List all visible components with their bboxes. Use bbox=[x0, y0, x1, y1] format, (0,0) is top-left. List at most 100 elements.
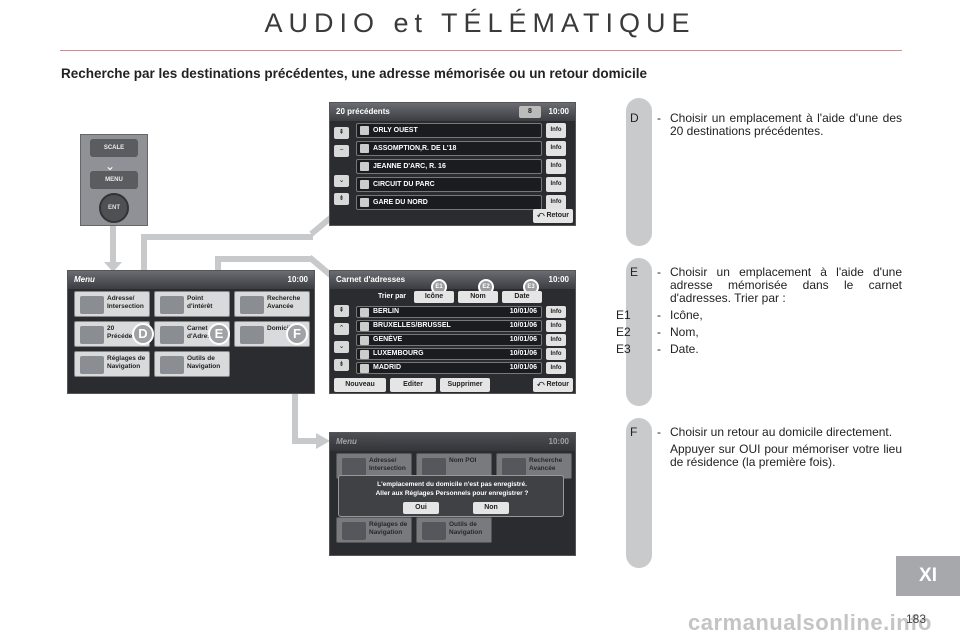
new-button[interactable]: Nouveau bbox=[334, 378, 386, 392]
tile-navigation-tools[interactable]: Outils de Navigation bbox=[416, 517, 492, 543]
down-icon[interactable]: ⌄ bbox=[334, 175, 349, 187]
screen-header: 20 précédents 8 10:00 bbox=[330, 103, 575, 121]
edit-icon bbox=[360, 350, 369, 359]
destination-icon bbox=[360, 126, 369, 135]
step-d-pill bbox=[626, 98, 652, 246]
edit-button[interactable]: Editer bbox=[390, 378, 436, 392]
settings-icon bbox=[80, 356, 104, 374]
section-heading: Recherche par les destinations précédent… bbox=[61, 66, 647, 81]
home-not-saved-dialog: L'emplacement du domicile n'est pas enre… bbox=[338, 475, 564, 517]
sort-label: Trier par bbox=[378, 293, 407, 300]
tile-navigation-tools[interactable]: Outils de Navigation bbox=[154, 351, 230, 377]
return-button[interactable]: ⤺ Retour bbox=[533, 209, 573, 223]
scroll-arrows: ⇞ ⌃ ⌄ ⇟ bbox=[334, 305, 350, 377]
destination-icon bbox=[360, 144, 369, 153]
step-f-note: Appuyer sur OUI pour mémoriser votre lie… bbox=[670, 442, 902, 469]
info-button[interactable]: Info bbox=[546, 306, 566, 318]
scroll-arrows: ⇞ − ⌄ ⇟ bbox=[334, 127, 350, 211]
info-button[interactable]: Info bbox=[546, 348, 566, 360]
destination-icon bbox=[360, 180, 369, 189]
step-e-text: Choisir un emplacement à l'aide d'une ad… bbox=[670, 265, 902, 305]
step-d-text: Choisir un emplacement à l'aide d'une de… bbox=[670, 111, 902, 138]
screen-time: 10:00 bbox=[548, 275, 569, 284]
ent-button[interactable]: ENT bbox=[99, 193, 129, 223]
step-e: E-Choisir un emplacement à l'aide d'une … bbox=[616, 265, 902, 356]
up-icon[interactable]: ⌃ bbox=[334, 323, 349, 335]
screen-title: Menu bbox=[336, 437, 357, 446]
sort-name-button[interactable]: Nom bbox=[458, 291, 498, 303]
screen-header: Menu 10:00 bbox=[330, 433, 575, 451]
title-rule bbox=[60, 50, 902, 51]
marker-d: D bbox=[132, 323, 154, 345]
scale-button[interactable]: SCALE bbox=[90, 139, 138, 157]
page-number: 183 bbox=[906, 612, 927, 626]
edit-icon bbox=[360, 336, 369, 345]
info-button[interactable]: Info bbox=[546, 334, 566, 346]
screen-title: Carnet d'adresses bbox=[336, 275, 406, 284]
tile-point-of-interest[interactable]: Point d'intérêt bbox=[154, 291, 230, 317]
info-button[interactable]: Info bbox=[546, 320, 566, 332]
chapter-tab: XI bbox=[896, 556, 960, 596]
step-e1-text: Icône, bbox=[670, 308, 703, 322]
yes-button[interactable]: Oui bbox=[403, 502, 439, 514]
screen-header: Carnet d'adresses 10:00 bbox=[330, 271, 575, 289]
page-up-icon[interactable]: ⇞ bbox=[334, 127, 349, 139]
tile-advanced-search[interactable]: Recherche Avancée bbox=[496, 453, 572, 479]
step-e2-text: Nom, bbox=[670, 325, 699, 339]
step-f-pill bbox=[626, 418, 652, 568]
screen-address-book: Carnet d'adresses 10:00 E1 E2 E3 Trier p… bbox=[329, 270, 576, 394]
search-icon bbox=[502, 458, 526, 476]
home-icon bbox=[240, 326, 264, 344]
settings-icon bbox=[342, 522, 366, 540]
delete-button[interactable]: Supprimer bbox=[440, 378, 490, 392]
tile-poi-name[interactable]: Nom POI bbox=[416, 453, 492, 479]
down-icon[interactable]: ⌄ bbox=[334, 341, 349, 353]
address-book-icon bbox=[160, 326, 184, 344]
tile-address-intersection[interactable]: Adresse/ Intersection bbox=[74, 291, 150, 317]
connector-f-horizontal bbox=[292, 438, 316, 444]
no-button[interactable]: Non bbox=[473, 502, 509, 514]
return-button[interactable]: ⤺ Retour bbox=[533, 378, 573, 392]
info-button[interactable]: Info bbox=[546, 362, 566, 374]
page-down-icon[interactable]: ⇟ bbox=[334, 359, 349, 371]
info-button[interactable]: Info bbox=[546, 123, 566, 138]
info-button[interactable]: Info bbox=[546, 195, 566, 210]
up-icon[interactable]: − bbox=[334, 145, 349, 157]
sort-date-button[interactable]: Date bbox=[502, 291, 542, 303]
remote-control: SCALE ⌄ MENU ENT bbox=[80, 134, 148, 226]
search-icon bbox=[240, 296, 264, 314]
menu-button[interactable]: MENU bbox=[90, 171, 138, 189]
tile-navigation-settings[interactable]: Réglages de Navigation bbox=[74, 351, 150, 377]
tile-advanced-search[interactable]: Recherche Avancée bbox=[234, 291, 310, 317]
tile-navigation-settings[interactable]: Réglages de Navigation bbox=[336, 517, 412, 543]
page-title: AUDIO et TÉLÉMATIQUE bbox=[264, 8, 696, 38]
info-button[interactable]: Info bbox=[546, 159, 566, 174]
connector-remote-arrow bbox=[104, 262, 122, 272]
address-icon bbox=[80, 296, 104, 314]
info-button[interactable]: Info bbox=[546, 177, 566, 192]
info-button[interactable]: Info bbox=[546, 141, 566, 156]
screen-navigation-menu: Menu 10:00 Adresse/ Intersection Point d… bbox=[67, 270, 315, 394]
page-up-icon[interactable]: ⇞ bbox=[334, 305, 349, 317]
dialog-message: L'emplacement du domicile n'est pas enre… bbox=[375, 481, 529, 497]
step-e3-text: Date. bbox=[670, 342, 699, 356]
page-down-icon[interactable]: ⇟ bbox=[334, 193, 349, 205]
connector-f-arrow bbox=[316, 433, 330, 449]
watermark: carmanualsonline.info bbox=[688, 610, 932, 635]
tile-address-intersection[interactable]: Adresse/ Intersection bbox=[336, 453, 412, 479]
step-f: F-Choisir un retour au domicile directem… bbox=[630, 425, 902, 469]
count-badge: 8 bbox=[519, 106, 541, 118]
screen-previous-destinations: 20 précédents 8 10:00 ⇞ − ⌄ ⇟ ORLY OUEST… bbox=[329, 102, 576, 226]
sort-icon-button[interactable]: Icône bbox=[414, 291, 454, 303]
